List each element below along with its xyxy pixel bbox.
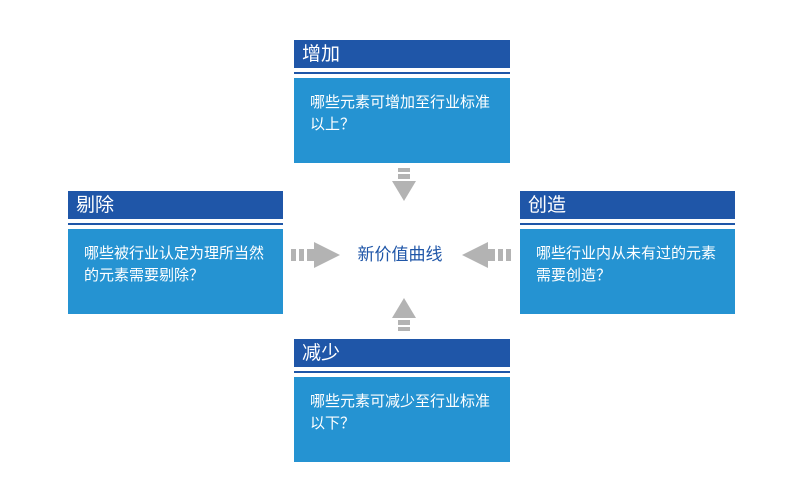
reduce-title: 减少 [294,339,510,367]
create-divider [520,223,735,225]
reduce-divider [294,371,510,373]
reduce-box: 减少 哪些元素可减少至行业标准以下？ [294,339,510,462]
eliminate-box: 剔除 哪些被行业认定为理所当然的元素需要剔除？ [68,191,283,314]
arrow-right-icon [291,242,340,268]
increase-box: 增加 哪些元素可增加至行业标准以上？ [294,40,510,163]
increase-title: 增加 [294,40,510,68]
increase-text: 哪些元素可增加至行业标准以上？ [294,78,510,163]
arrow-up-icon [392,298,416,331]
reduce-text: 哪些元素可减少至行业标准以下？ [294,377,510,462]
eliminate-title: 剔除 [68,191,283,219]
arrow-down-icon [392,168,416,201]
create-title: 创造 [520,191,735,219]
increase-divider [294,72,510,74]
eliminate-divider [68,223,283,225]
eliminate-text: 哪些被行业认定为理所当然的元素需要剔除？ [68,229,283,314]
new-value-curve-label: 新价值曲线 [357,245,443,265]
arrow-left-icon [462,242,511,268]
create-text: 哪些行业内从未有过的元素需要创造？ [520,229,735,314]
create-box: 创造 哪些行业内从未有过的元素需要创造？ [520,191,735,314]
